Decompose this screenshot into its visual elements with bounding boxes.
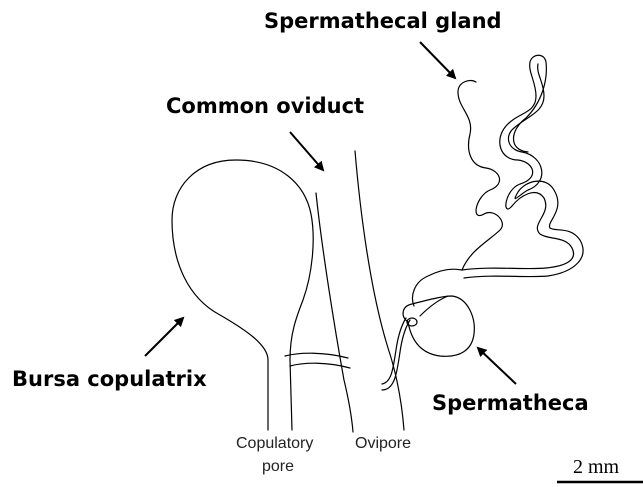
label-ovipore: Ovipore bbox=[355, 435, 411, 452]
arrow-bursa-copulatrix bbox=[145, 318, 183, 356]
spermatheca-duct bbox=[382, 320, 410, 390]
spermathecal-gland-outer bbox=[462, 55, 574, 270]
label-copulatory-pore-line2: pore bbox=[262, 458, 294, 475]
label-spermathecal-gland: Spermathecal gland bbox=[264, 9, 502, 33]
spermathecal-gland-inner bbox=[464, 64, 583, 278]
common-oviduct-right-wall bbox=[355, 151, 404, 430]
bursa-duct bbox=[285, 353, 348, 358]
label-bursa-copulatrix: Bursa copulatrix bbox=[12, 367, 207, 391]
label-spermatheca: Spermatheca bbox=[432, 391, 589, 415]
scale-bar-label: 2 mm bbox=[573, 456, 620, 478]
spermatheca-neck bbox=[413, 269, 462, 306]
arrow-spermatheca bbox=[478, 348, 516, 384]
arrow-spermathecal-gland bbox=[420, 42, 455, 78]
common-oviduct-left-wall bbox=[316, 193, 353, 432]
arrow-common-oviduct bbox=[290, 132, 323, 170]
label-copulatory-pore-line1: Copulatory bbox=[236, 435, 313, 452]
spermathecal-gland-lower-loop bbox=[458, 80, 502, 270]
label-common-oviduct: Common oviduct bbox=[166, 94, 364, 118]
spermatheca-duct-inner bbox=[382, 318, 406, 384]
